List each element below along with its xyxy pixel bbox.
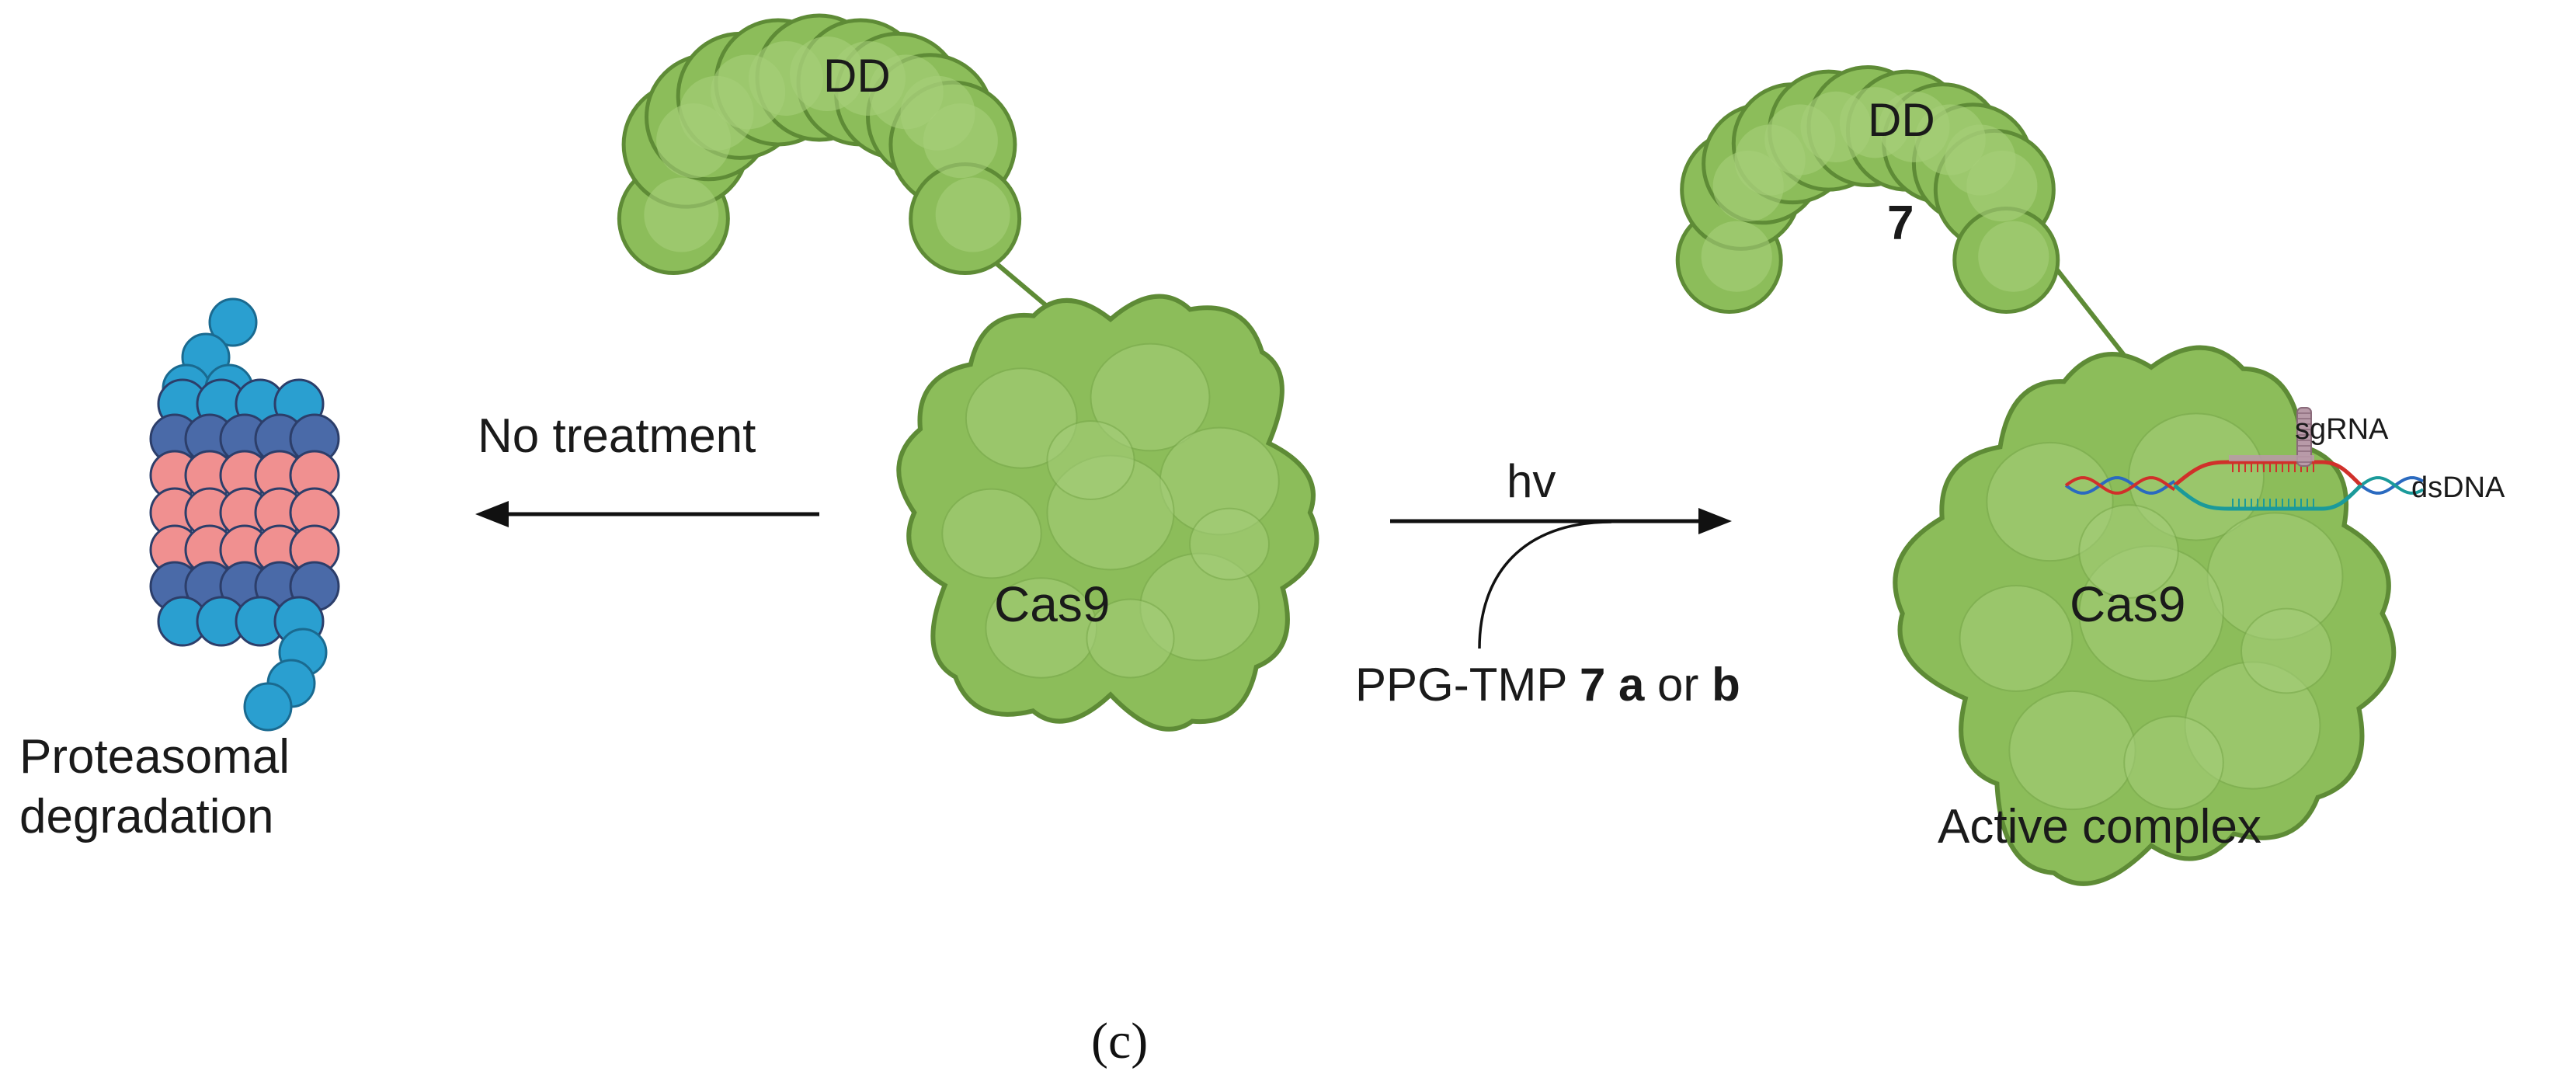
proteasome-subunit [208,297,258,347]
no-treatment-arrow [475,501,819,527]
cas9-lobe [1986,441,2114,562]
cas9-protein-icon [1893,345,2397,886]
proteasome-subunit [243,682,293,732]
ligand-label: 7 [1887,196,1914,250]
cas9-label: Cas9 [994,576,1110,632]
sgrna-label: sgRNA [2295,413,2389,446]
cas9-lobe [2123,715,2224,810]
dd-domain-icon [617,13,1022,276]
dd-label: DD [823,50,891,102]
cas9-lobe [1090,343,1211,452]
dd-highlight [644,177,719,252]
reagent-curve [1478,520,1612,649]
dd-highlight [1966,150,2038,222]
dd-highlight [923,103,998,179]
active-complex-caption: Active complex [1938,800,2261,854]
dd-highlight [1701,221,1772,292]
cas9-lobe [1046,420,1135,500]
proteasome-caption-line1: Proteasomal [19,730,290,784]
cas9-lobe [1086,598,1175,679]
sgrna-icon [2229,407,2314,467]
dd-highlight [1978,221,2049,292]
dsdna-icon [2064,460,2424,511]
no-treatment-label: No treatment [478,409,756,463]
dna-strand [2359,476,2424,495]
reagent-label: PPG-TMP 7 a or b [1355,659,1740,711]
cas9-lobe [2241,607,2332,694]
dd-domain-icon [1675,65,2060,314]
dna-strand [2359,476,2424,495]
cas9-lobe [1959,585,2074,692]
light-activation-arrow [1390,508,1732,649]
figure-label: (c) [1091,1013,1148,1069]
active-construct: DD 7 Cas9 sgRNA dsDNA [1675,65,2505,886]
inactive-construct: DD Cas9 [617,13,1319,732]
cas9-protein-icon [896,294,1319,732]
cas9-lobe [941,488,1042,579]
dna-nontarget-strand [2173,484,2362,511]
cas9-lobe [2008,690,2136,811]
proteasome-caption-line2: degradation [19,790,274,843]
dd-label: DD [1868,94,1935,146]
dna-strand [2064,476,2176,495]
sgrna-spacer [2229,455,2314,461]
dd-highlight [935,177,1010,252]
cas9-lobe [2078,504,2179,599]
dna-target-strand [2173,460,2362,487]
cas9-label: Cas9 [2070,576,2185,632]
dsdna-label: dsDNA [2411,471,2505,504]
proteasome-icon [149,297,340,732]
dna-strand [2064,476,2176,495]
hv-label: hv [1507,455,1556,507]
cas9-lobe [1189,507,1270,581]
cas9-lobe [965,367,1078,469]
